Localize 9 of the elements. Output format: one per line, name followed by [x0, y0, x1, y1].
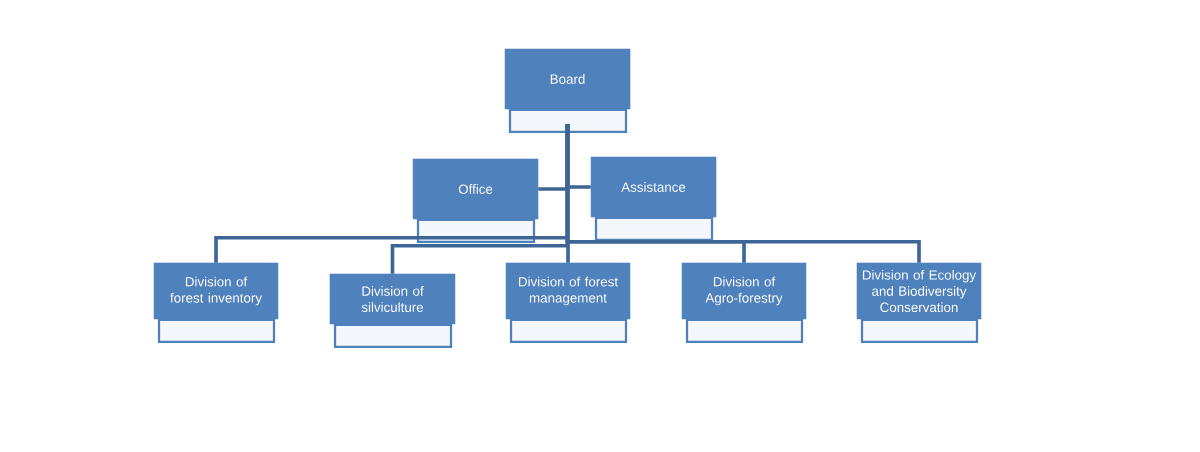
org-box: Office	[412, 158, 539, 244]
org-box: Assistance	[590, 156, 717, 242]
org-box: Division of Ecology and Biodiversity Conservation	[856, 262, 982, 344]
org-box: Board	[504, 48, 631, 134]
org-box: Division of Agro-forestry	[681, 262, 807, 344]
org-box: Division of silviculture	[329, 273, 456, 349]
connector-line	[565, 124, 921, 263]
org-box: Division of forest management	[505, 262, 631, 344]
org-box: Division of forest inventory	[153, 262, 279, 344]
